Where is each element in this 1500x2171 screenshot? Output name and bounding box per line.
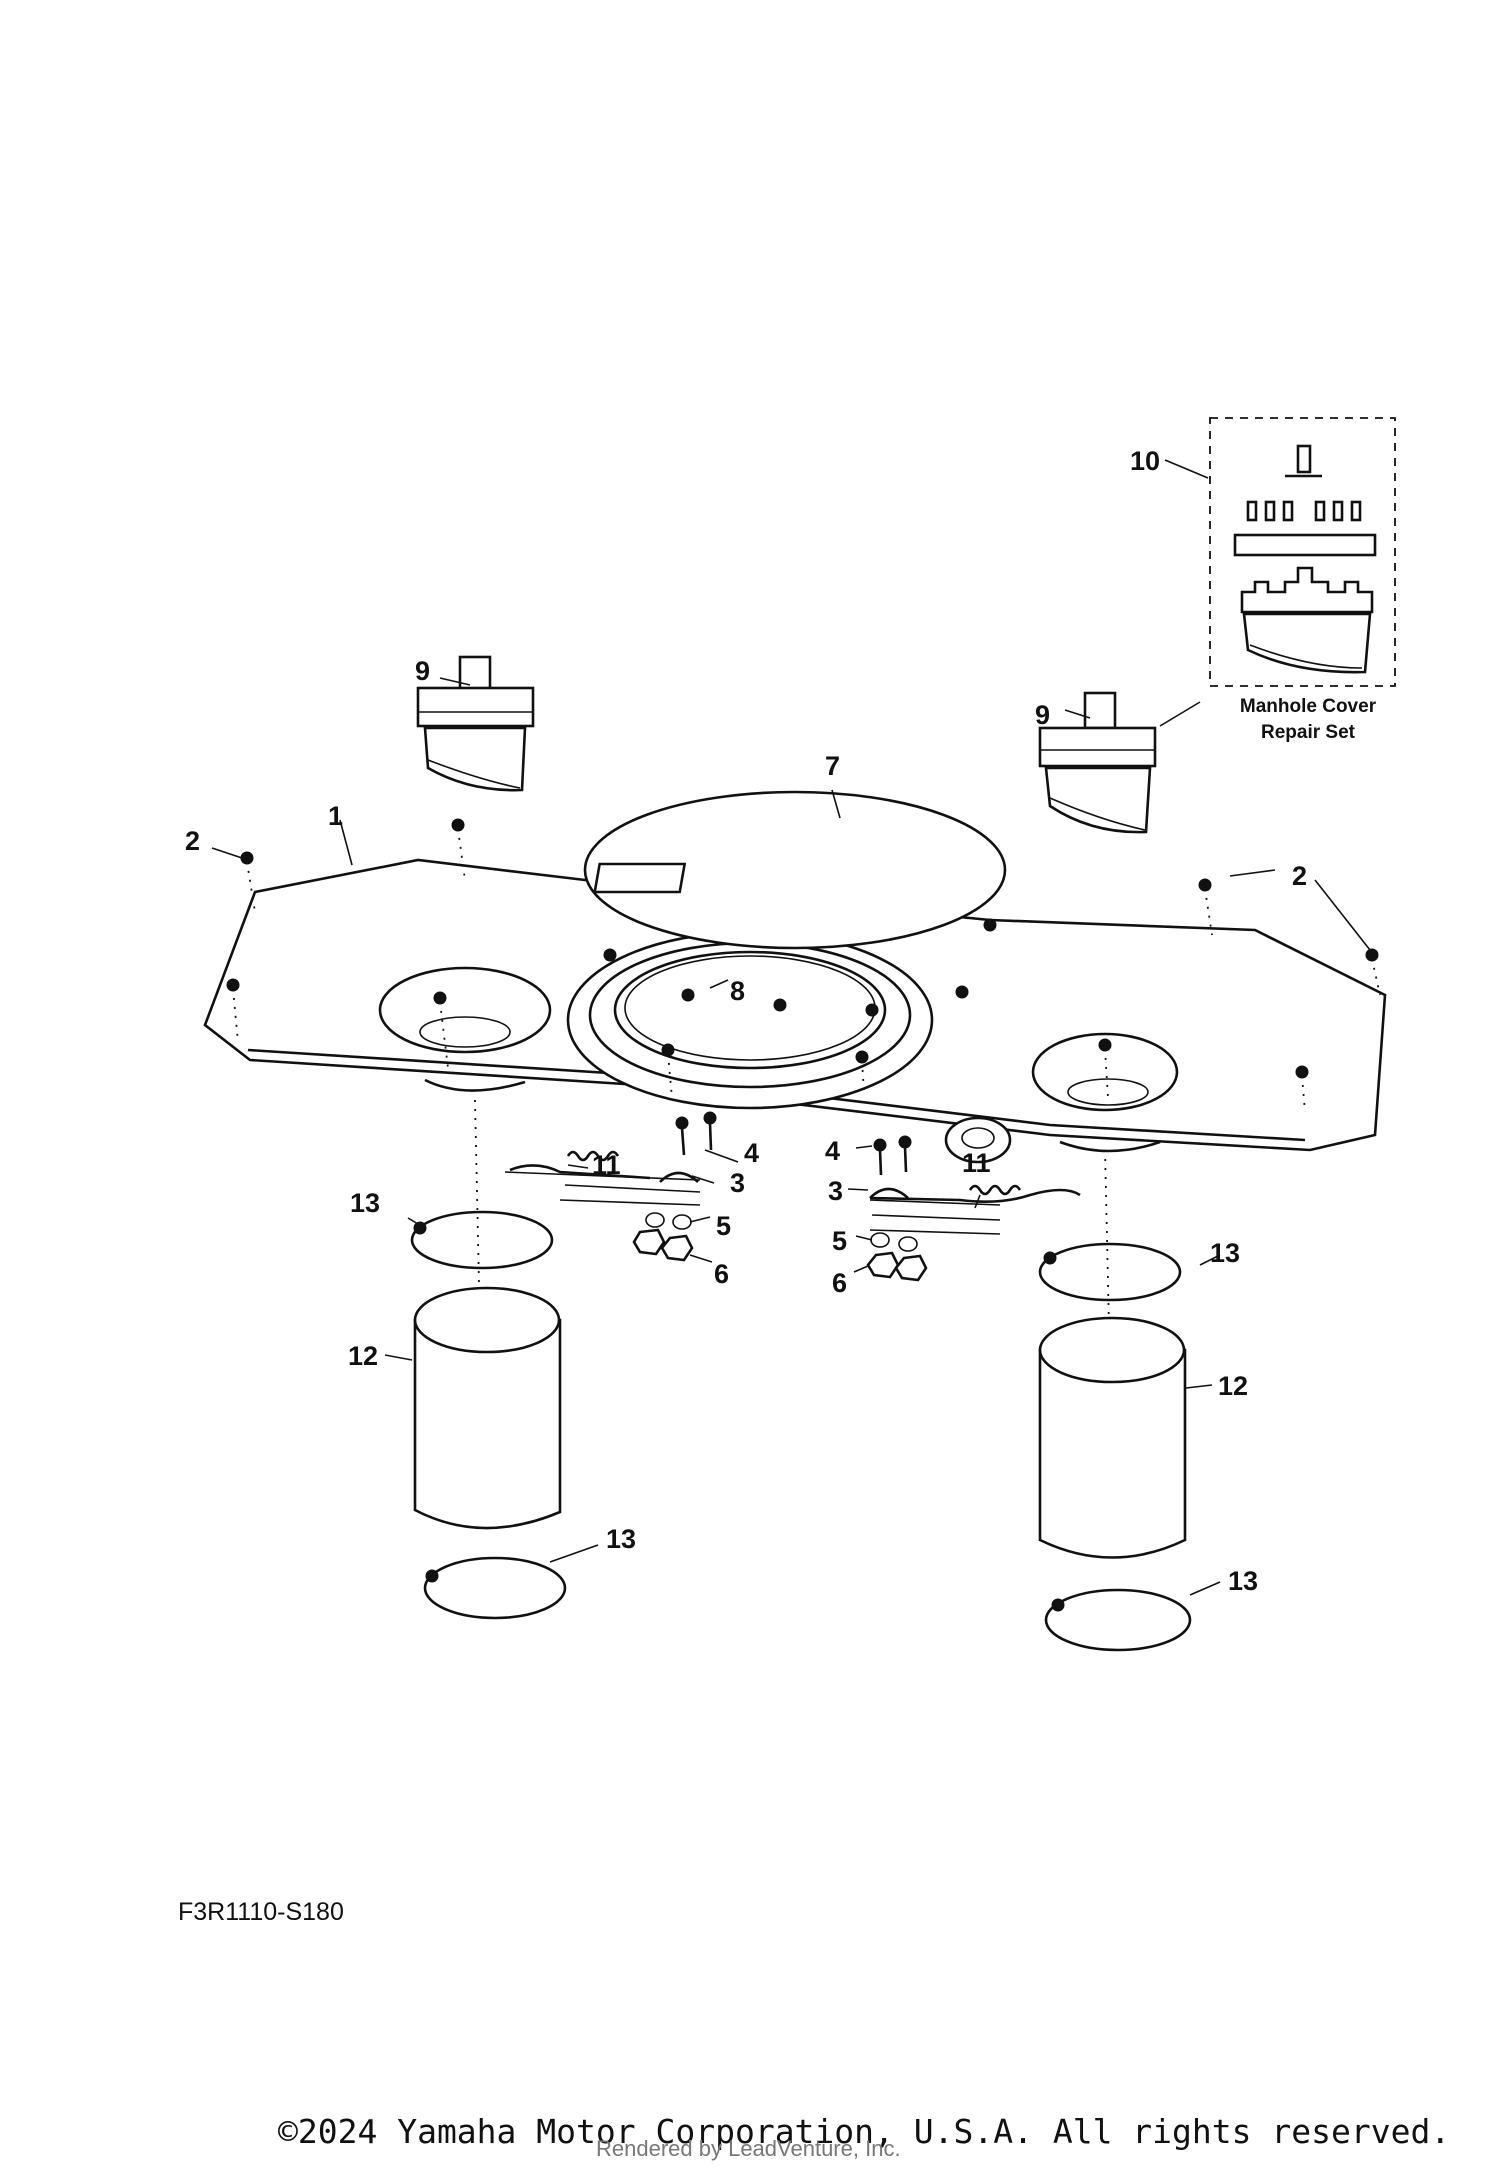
part-9-right-knob xyxy=(1038,691,1157,834)
part-12-13-right xyxy=(1038,1149,1192,1652)
callout-3-right: 3 xyxy=(828,1176,843,1206)
callout-4-left: 4 xyxy=(744,1138,759,1168)
kit-label-line2: Repair Set xyxy=(1261,722,1356,743)
part-9-left-knob xyxy=(416,655,535,792)
callout-10: 10 xyxy=(1130,446,1160,476)
callout-3-left: 3 xyxy=(730,1168,745,1198)
callout-13-right-top: 13 xyxy=(1210,1238,1240,1268)
callout-4-right: 4 xyxy=(825,1136,840,1166)
repair-kit-label: Manhole Cover Repair Set xyxy=(1240,696,1377,743)
callout-5-right: 5 xyxy=(832,1226,847,1256)
part-1-panel xyxy=(203,818,1387,1164)
kit-label-line1: Manhole Cover xyxy=(1240,696,1377,717)
callout-13-right-bottom: 13 xyxy=(1228,1566,1258,1596)
callout-2-left: 2 xyxy=(185,826,200,856)
part-10-repair-kit xyxy=(1209,417,1396,687)
part-7-manhole-cover xyxy=(583,790,1007,950)
callout-5-left: 5 xyxy=(716,1211,731,1241)
watermark-text: Rendered by LeadVenture, Inc. xyxy=(596,2136,901,2161)
callout-1: 1 xyxy=(328,801,343,831)
hardware-left xyxy=(504,1111,717,1262)
callout-8: 8 xyxy=(730,976,745,1006)
hardware-right xyxy=(866,1135,1081,1282)
callout-2-right: 2 xyxy=(1292,861,1307,891)
callout-11-left: 11 xyxy=(592,1150,621,1180)
part-12-13-left xyxy=(410,1099,567,1620)
callout-9-left: 9 xyxy=(415,656,430,686)
copyright-notice: ©2024 Yamaha Motor Corporation, U.S.A. A… xyxy=(278,2112,1451,2151)
callouts: 1 2 2 3 3 4 4 5 5 6 6 7 8 9 9 10 11 11 1… xyxy=(185,446,1307,1596)
callout-12-left: 12 xyxy=(348,1341,378,1371)
callout-12-right: 12 xyxy=(1218,1371,1248,1401)
callout-13-left-top: 13 xyxy=(350,1188,380,1218)
leader-lines xyxy=(211,459,1371,1596)
callout-6-right: 6 xyxy=(832,1268,847,1298)
callout-11-right: 11 xyxy=(962,1148,991,1178)
callout-13-left-bottom: 13 xyxy=(606,1524,636,1554)
callout-6-left: 6 xyxy=(714,1259,729,1289)
diagram-code: F3R1110-S180 xyxy=(178,1898,344,1926)
callout-7: 7 xyxy=(825,751,840,781)
callout-9-right: 9 xyxy=(1035,700,1050,730)
